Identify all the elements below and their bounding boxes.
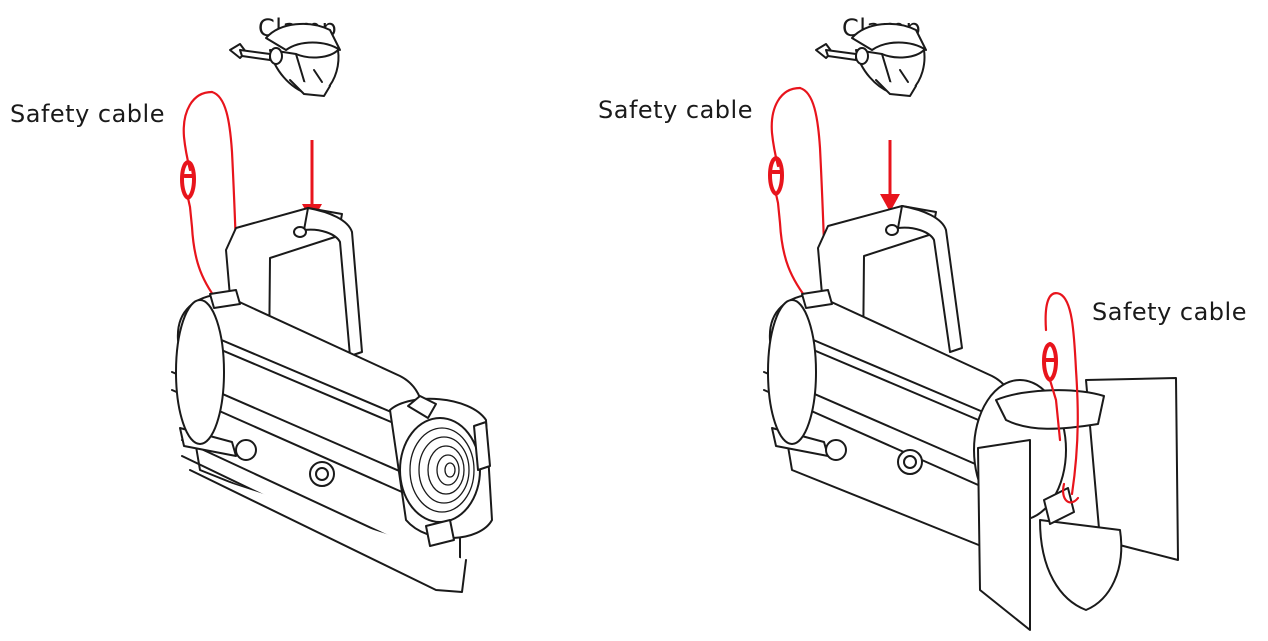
barndoor-safety-cable-icon bbox=[1044, 292, 1079, 496]
barndoor-bottom-flap bbox=[1039, 519, 1123, 611]
barndoor-left-flap bbox=[977, 439, 1031, 631]
right-safety-cable-icon bbox=[768, 86, 828, 305]
right-mount-arrow-head bbox=[880, 194, 900, 212]
left-clamp-icon bbox=[229, 22, 341, 97]
barndoor-top-flap bbox=[995, 389, 1105, 430]
right-fixture bbox=[763, 22, 1179, 631]
left-safety-cable-label: Safety cable bbox=[10, 100, 165, 128]
right-safety-cable-label: Safety cable bbox=[598, 96, 753, 124]
right-clamp-icon bbox=[815, 22, 927, 97]
left-fixture bbox=[171, 22, 493, 593]
barndoor-right-flap bbox=[1085, 377, 1179, 561]
right-barndoor-safety-cable-label: Safety cable bbox=[1092, 298, 1247, 326]
